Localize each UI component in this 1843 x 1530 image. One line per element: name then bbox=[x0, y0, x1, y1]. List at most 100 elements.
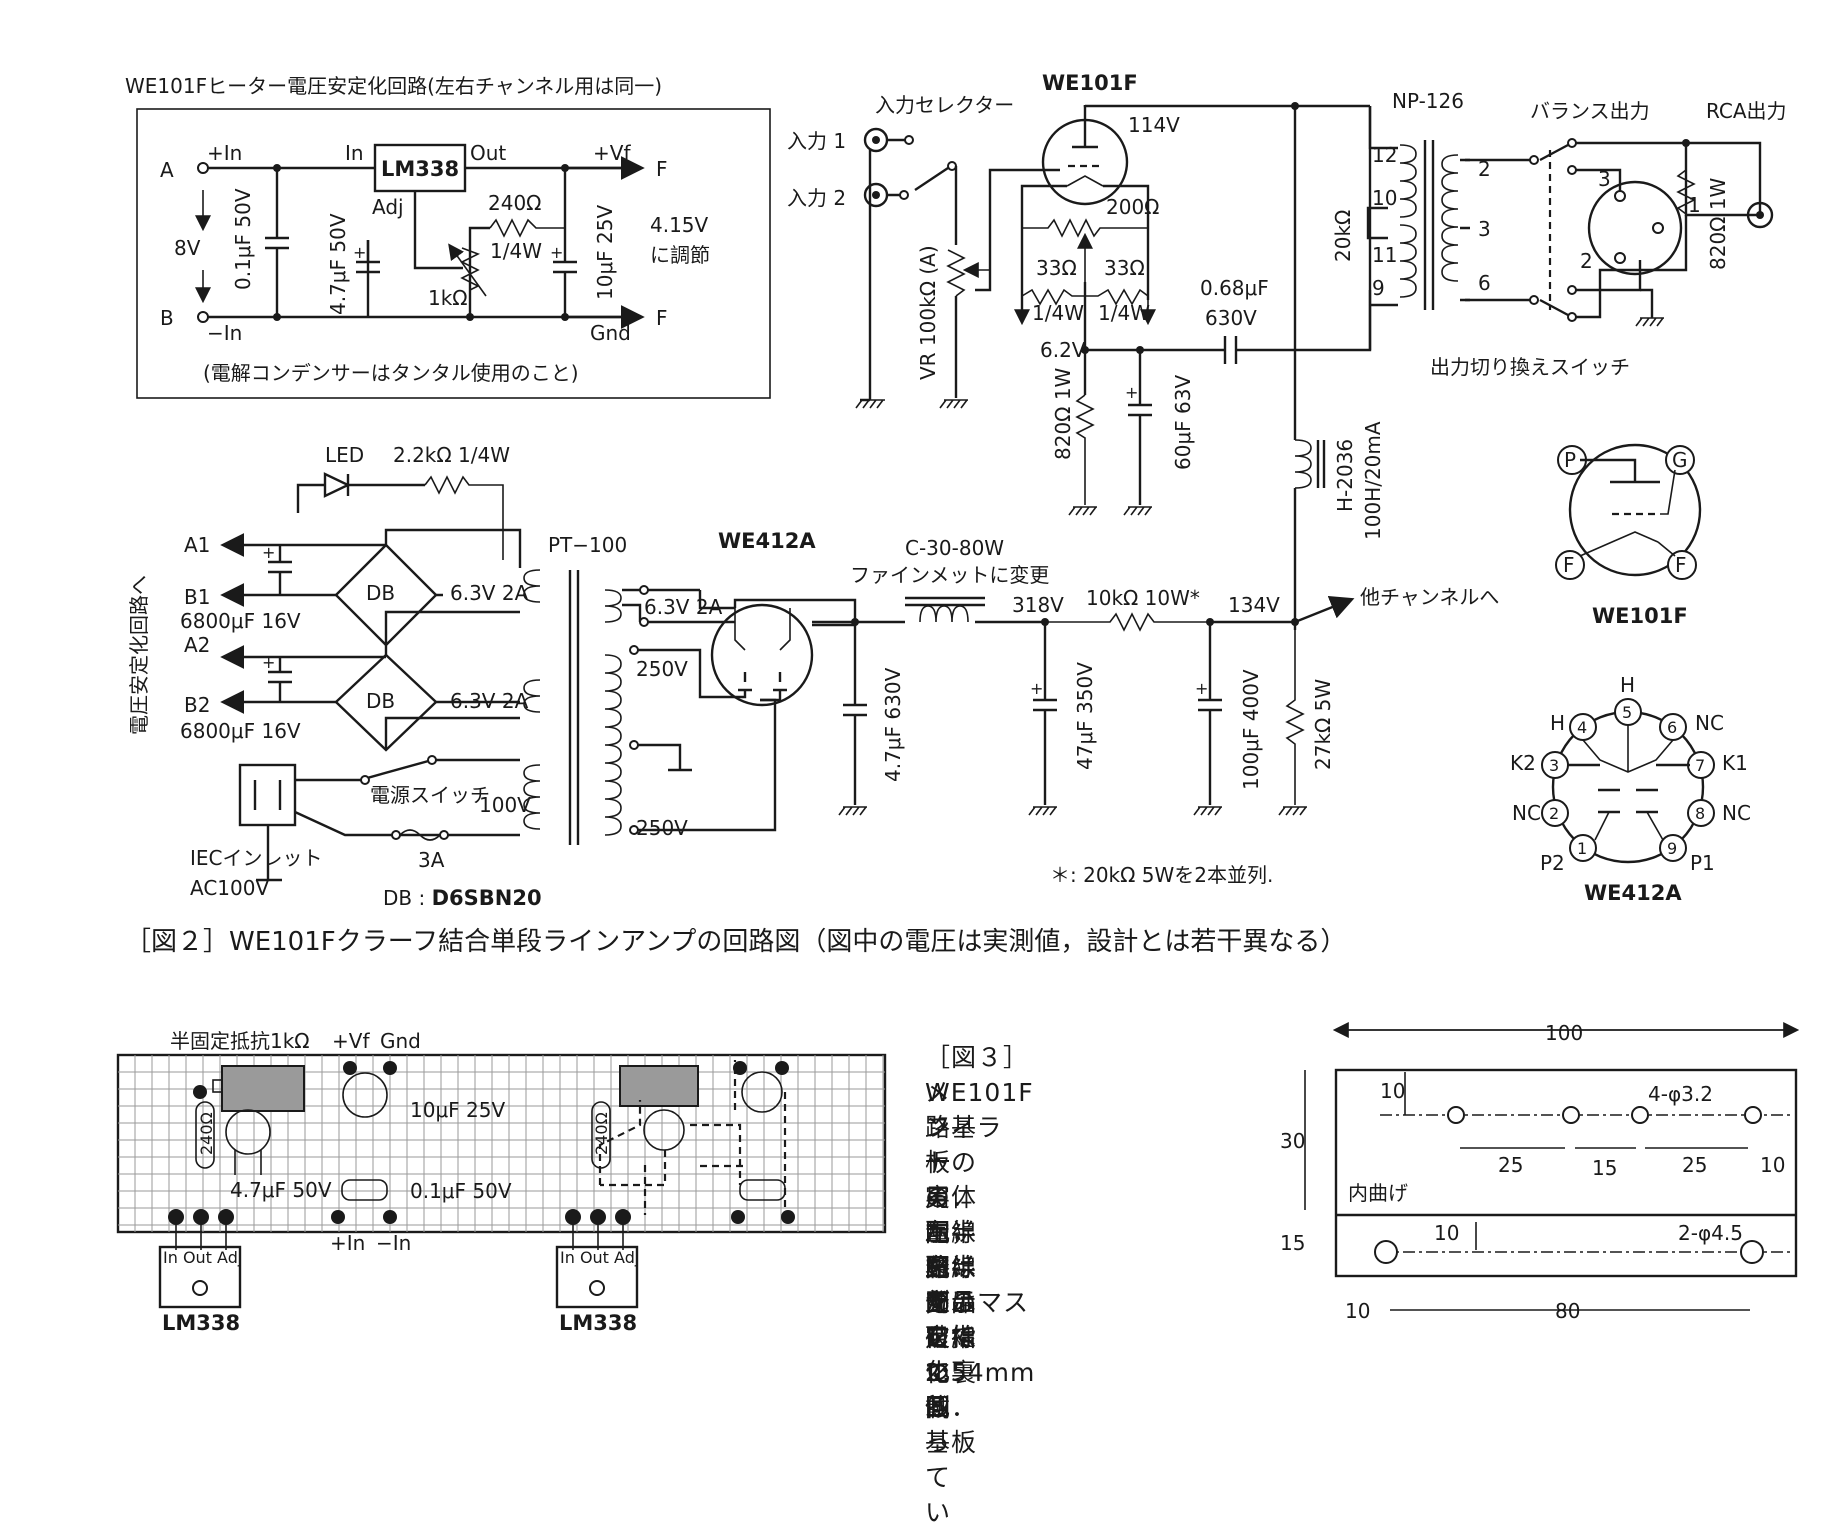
holes-small-label: 4-φ3.2 bbox=[1648, 1082, 1713, 1106]
psu-section: LED 2.2kΩ 1/4W A1 B1 A2 B2 6800μF 16V 68… bbox=[127, 443, 1499, 910]
v318-label: 318V bbox=[1012, 593, 1064, 617]
vr-label: VR 100kΩ (A) bbox=[916, 245, 940, 380]
lm338-left: In Out Adj LM338 bbox=[158, 1217, 242, 1335]
trim-label: 1kΩ bbox=[428, 286, 468, 310]
dim-10r: 10 bbox=[1760, 1153, 1785, 1177]
pin101-g: G bbox=[1672, 448, 1688, 472]
node-a: A bbox=[160, 158, 174, 182]
a2-label: A2 bbox=[184, 633, 210, 657]
r10k-label: 10kΩ 10W* bbox=[1086, 586, 1200, 610]
fig3-caption-line-3: 路基板の実体配線図．同 bbox=[925, 1113, 978, 1317]
cc-label: 0.68μF bbox=[1200, 276, 1269, 300]
iec-label: IECインレット bbox=[190, 846, 323, 870]
plus-in-label: +In bbox=[207, 141, 242, 165]
svg-text:3: 3 bbox=[1549, 756, 1559, 775]
we412a-tube bbox=[710, 603, 814, 707]
ac-label: AC100V bbox=[190, 876, 269, 900]
pin-in-label: In bbox=[345, 141, 364, 165]
svg-text:6: 6 bbox=[1667, 718, 1677, 737]
dim-30: 30 bbox=[1280, 1129, 1305, 1153]
we101f-label: WE101F bbox=[1042, 71, 1138, 95]
choke-h2036-label: H-2036 bbox=[1333, 439, 1357, 512]
svg-text:+: + bbox=[353, 243, 366, 262]
svg-text:+: + bbox=[1030, 679, 1043, 698]
svg-text:+: + bbox=[262, 543, 275, 562]
svg-text:In Out Adj: In Out Adj bbox=[163, 1248, 242, 1267]
xlr-pin-2: 2 bbox=[1580, 249, 1593, 273]
fig3-caption-line-1: ［図３］WE101Fフィラ bbox=[925, 1043, 1034, 1142]
dim-b10: 10 bbox=[1345, 1299, 1370, 1323]
tap-9: 9 bbox=[1372, 276, 1385, 300]
iec-inlet bbox=[238, 763, 297, 827]
lm338-chip bbox=[373, 143, 467, 193]
r33a-label: 33Ω bbox=[1036, 256, 1077, 280]
rca-out-label: RCA出力 bbox=[1706, 99, 1787, 123]
input-stage-section: 入力セレクター 入力 1 入力 2 VR 100kΩ (A) WE101F 11… bbox=[787, 71, 1372, 516]
pin-out-label: Out bbox=[470, 141, 506, 165]
node-f1: F bbox=[656, 157, 668, 181]
r20k-label: 20kΩ bbox=[1331, 210, 1355, 262]
r240-label: 240Ω bbox=[488, 191, 541, 215]
input-selector-label: 入力セレクター bbox=[875, 93, 1014, 117]
svg-text:8: 8 bbox=[1695, 804, 1705, 823]
sec-6: 6 bbox=[1478, 271, 1491, 295]
sec-2: 2 bbox=[1478, 157, 1491, 181]
balanced-out-label: バランス出力 bbox=[1530, 99, 1650, 123]
dim-25a: 25 bbox=[1498, 1153, 1523, 1177]
c2-label: 47μF 350V bbox=[1073, 662, 1097, 770]
minus-in-pad: −In bbox=[376, 1231, 411, 1255]
node-b: B bbox=[160, 306, 174, 330]
pin412-h4: H bbox=[1550, 711, 1565, 735]
dim-15-spacing: 15 bbox=[1592, 1156, 1617, 1180]
pin412-k2: K2 bbox=[1510, 751, 1536, 775]
cap-adj-label: 4.7μF 50V bbox=[326, 213, 350, 315]
c47-label: 4.7μF 50V bbox=[230, 1178, 332, 1202]
rk-label: 820Ω 1W bbox=[1051, 367, 1075, 460]
svg-text:In Out Adj: In Out Adj bbox=[560, 1248, 639, 1267]
fig3-caption-line-8: 上のマス目は2.54mm bbox=[925, 1288, 1036, 1387]
in-voltage-label: 8V bbox=[174, 236, 201, 260]
plate-voltage-label: 114V bbox=[1128, 113, 1180, 137]
c01-label: 0.1μF 50V bbox=[410, 1179, 512, 1203]
adjust-note-2: に調節 bbox=[650, 243, 710, 267]
pt-label: PT−100 bbox=[548, 533, 627, 557]
pin412-p1: P1 bbox=[1690, 851, 1715, 875]
cc-volt-label: 630V bbox=[1205, 306, 1257, 330]
out-plus-label: +Vf bbox=[593, 141, 631, 165]
w-b-label: 1/4W bbox=[1098, 301, 1150, 325]
cap1-label: 6800μF 16V bbox=[180, 609, 301, 633]
output-section: NP-126 バランス出力 RCA出力 12 10 11 9 20kΩ 2 3 … bbox=[1293, 89, 1787, 630]
svg-text:7: 7 bbox=[1695, 756, 1705, 775]
heater-regulator-section: WE101Fヒーター電圧安定化回路(左右チャンネル用は同一) A B +In −… bbox=[125, 74, 771, 399]
lm338-right: In Out Adj LM338 bbox=[555, 1217, 639, 1335]
sec-3: 3 bbox=[1478, 217, 1491, 241]
pinout-we412a: H 5 H 4 6 NC K2 3 7 K1 NC 2 8 NC 1 9 P2 … bbox=[1510, 673, 1751, 905]
hv2-label: 250V bbox=[636, 816, 688, 840]
cap2-label: 6800μF 16V bbox=[180, 719, 301, 743]
input-1-label: 入力 1 bbox=[787, 129, 846, 153]
pin412-nc8: NC bbox=[1722, 801, 1751, 825]
choke-note-label: ファインメットに変更 bbox=[850, 563, 1049, 587]
primary-label: 100V bbox=[479, 793, 531, 817]
pin412-h-top: H bbox=[1620, 673, 1635, 697]
r200-label: 200Ω bbox=[1106, 195, 1159, 219]
pin412-nc6: NC bbox=[1695, 711, 1724, 735]
svg-text:LM338: LM338 bbox=[559, 1311, 637, 1335]
dim-100: 100 bbox=[1545, 1021, 1583, 1045]
r33b-label: 33Ω bbox=[1104, 256, 1145, 280]
tantalum-note: (電解コンデンサーはタンタル使用のこと) bbox=[203, 361, 579, 385]
r240-right: 240Ω bbox=[592, 1112, 611, 1155]
led-r-label: 2.2kΩ 1/4W bbox=[393, 443, 510, 467]
other-channel-label: 他チャンネルへ bbox=[1360, 585, 1499, 609]
svg-text:+: + bbox=[1195, 679, 1208, 698]
input-2-label: 入力 2 bbox=[787, 186, 846, 210]
c1-label: 4.7μF 630V bbox=[881, 667, 905, 782]
pin412-p2: P2 bbox=[1540, 851, 1565, 875]
a1-label: A1 bbox=[184, 533, 210, 557]
fig3-caption-line-2: メント用電圧安定化回 bbox=[925, 1078, 952, 1422]
svg-text:+: + bbox=[1125, 383, 1138, 402]
heater-box-frame bbox=[136, 108, 771, 399]
heater-w2-label: 6.3V 2A bbox=[450, 689, 529, 713]
hv1-label: 250V bbox=[636, 657, 688, 681]
adjust-note-1: 4.15V bbox=[650, 213, 709, 237]
